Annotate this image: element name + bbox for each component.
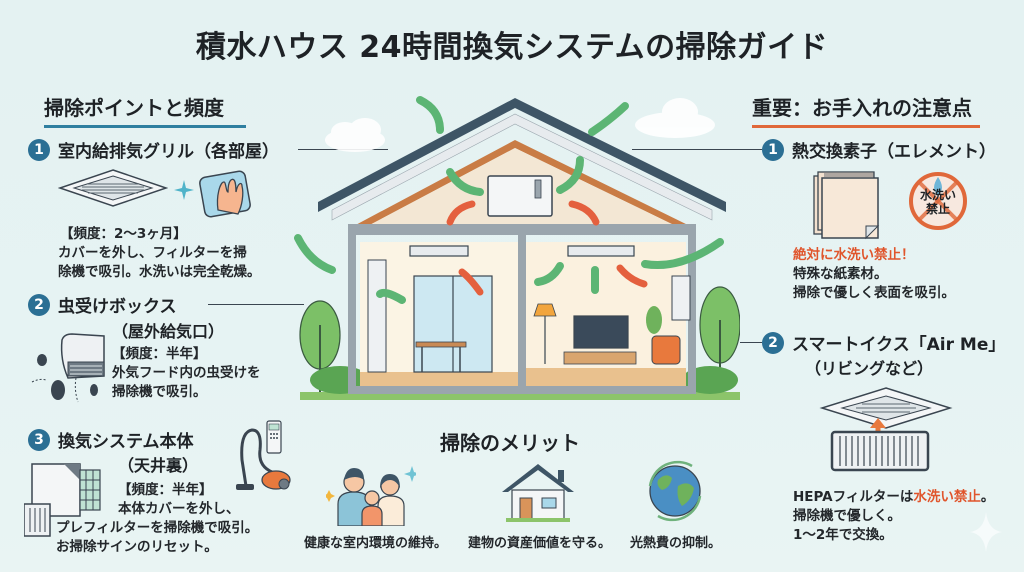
benefit-asset-value: 建物の資産価値を守る。 — [468, 536, 612, 551]
item-2-subtitle: （屋外給気口） — [112, 322, 225, 341]
connector-line — [740, 342, 762, 344]
left-item-1: 1 室内給排気グリル（各部屋） — [28, 137, 279, 162]
no-water-wash-icon: 水洗い 禁止 — [908, 171, 968, 231]
earth-recycle-icon — [648, 460, 702, 522]
heat-exchange-element-icon — [813, 171, 880, 240]
item-title: スマートイクス「Air Me」 — [792, 335, 1006, 355]
important-notes-heading: 重要：お手入れの注意点 — [752, 92, 980, 128]
item-3-frequency: 【頻度：半年】 — [118, 482, 213, 498]
item-2-frequency: 【頻度：半年】 — [112, 346, 207, 362]
cloud-icon — [325, 98, 715, 152]
item-title: 室内給排気グリル（各部屋） — [58, 142, 279, 162]
hepa-line-suffix: 。 — [980, 489, 995, 505]
sparkle-icon — [970, 512, 1002, 552]
number-badge: 1 — [762, 138, 784, 161]
right-item-1: 1 熱交換素子（エレメント） — [762, 137, 996, 162]
item-3-line-2: プレフィルターを掃除機で吸引。 — [56, 520, 259, 536]
page-title: 積水ハウス 24時間換気システムの掃除ガイド — [195, 30, 829, 65]
hepa-filter-icon — [830, 430, 930, 472]
element-line-1: 特殊な紙素材。 — [793, 266, 888, 282]
right-item-2: 2 スマートイクス「Air Me」 — [762, 330, 1005, 355]
remote-control-icon — [266, 420, 282, 454]
connector-line — [632, 149, 762, 151]
airme-subtitle: （リビングなど） — [805, 359, 934, 378]
benefit-health: 健康な室内環境の維持。 — [304, 536, 448, 551]
house-icon — [502, 464, 574, 522]
connector-line — [208, 304, 304, 306]
number-badge: 2 — [28, 293, 50, 316]
hepa-line-3: 1〜2年で交換。 — [793, 527, 893, 543]
left-item-3: 3 換気システム本体 — [28, 427, 194, 452]
item-1-frequency: 【頻度：2〜3ヶ月】 — [60, 226, 187, 242]
no-wash-label-1: 水洗い — [919, 188, 956, 202]
number-badge: 2 — [762, 331, 784, 354]
ventilation-unit-icon — [24, 463, 101, 537]
no-wash-label-2: 禁止 — [925, 202, 950, 216]
item-title: 熱交換素子（エレメント） — [792, 142, 996, 162]
hepa-line-2: 掃除機で優しく。 — [793, 508, 901, 524]
benefits-heading: 掃除のメリット — [440, 431, 580, 455]
bug-icon — [31, 354, 98, 403]
hepa-line-prefix: HEPAフィルターは — [793, 489, 914, 505]
item-1-line-1: カバーを外し、フィルターを掃 — [58, 245, 247, 261]
element-warning: 絶対に水洗い禁止！ — [793, 247, 915, 263]
item-3-subtitle: （天井裏） — [118, 456, 199, 475]
item-title: 虫受けボックス — [58, 297, 177, 317]
ceiling-grille-icon — [58, 169, 168, 207]
vacuum-cleaner-icon — [236, 428, 291, 490]
outdoor-hood-icon — [60, 333, 105, 379]
house-ventilation-diagram — [294, 96, 740, 400]
hepa-warning: 水洗い禁止 — [913, 489, 981, 505]
item-3-line-1: 本体カバーを外し、 — [118, 501, 240, 517]
item-title: 換気システム本体 — [58, 432, 194, 452]
element-line-2: 掃除で優しく表面を吸引。 — [793, 285, 955, 301]
left-item-2: 2 虫受けボックス — [28, 292, 177, 317]
sparkle-icon — [174, 180, 194, 200]
item-2-line-2: 掃除機で吸引。 — [112, 384, 207, 400]
ceiling-cassette-icon — [819, 387, 953, 472]
cleaning-points-heading: 掃除ポイントと頻度 — [44, 92, 246, 128]
hepa-line-1: HEPAフィルターは水洗い禁止。 — [793, 488, 994, 507]
item-2-line-1: 外気フード内の虫受けを — [112, 365, 261, 381]
family-icon — [326, 466, 416, 526]
cloth-wipe-icon — [199, 170, 251, 218]
number-badge: 3 — [28, 428, 50, 451]
item-1-line-2: 除機で吸引。水洗いは完全乾燥。 — [58, 264, 261, 280]
number-badge: 1 — [28, 138, 50, 161]
item-3-line-3: お掃除サインのリセット。 — [56, 539, 218, 555]
benefit-utility-cost: 光熱費の抑制。 — [630, 536, 722, 551]
